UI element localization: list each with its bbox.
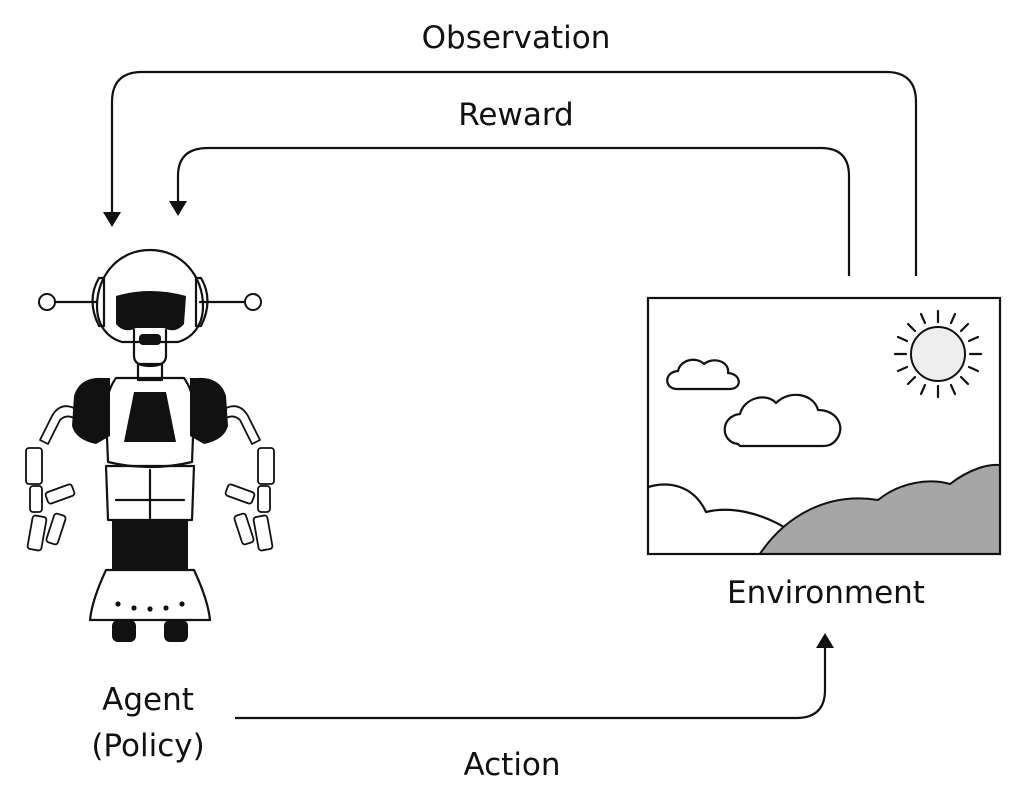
sun-icon bbox=[893, 309, 983, 399]
large-cloud-icon bbox=[723, 393, 842, 448]
reward-arrow bbox=[169, 146, 851, 276]
environment-label: Environment bbox=[727, 575, 925, 611]
landscape-sun-icon bbox=[646, 296, 1002, 556]
robot-icon bbox=[25, 248, 275, 642]
agent-sublabel: (Policy) bbox=[91, 728, 204, 764]
observation-label: Observation bbox=[422, 20, 611, 56]
environment-frame bbox=[646, 296, 1002, 556]
action-label: Action bbox=[463, 747, 560, 783]
small-cloud-icon bbox=[666, 358, 740, 391]
agent-label: Agent bbox=[102, 682, 194, 718]
action-arrow bbox=[235, 633, 834, 720]
observation-arrow bbox=[103, 70, 918, 276]
reward-label: Reward bbox=[458, 97, 573, 133]
